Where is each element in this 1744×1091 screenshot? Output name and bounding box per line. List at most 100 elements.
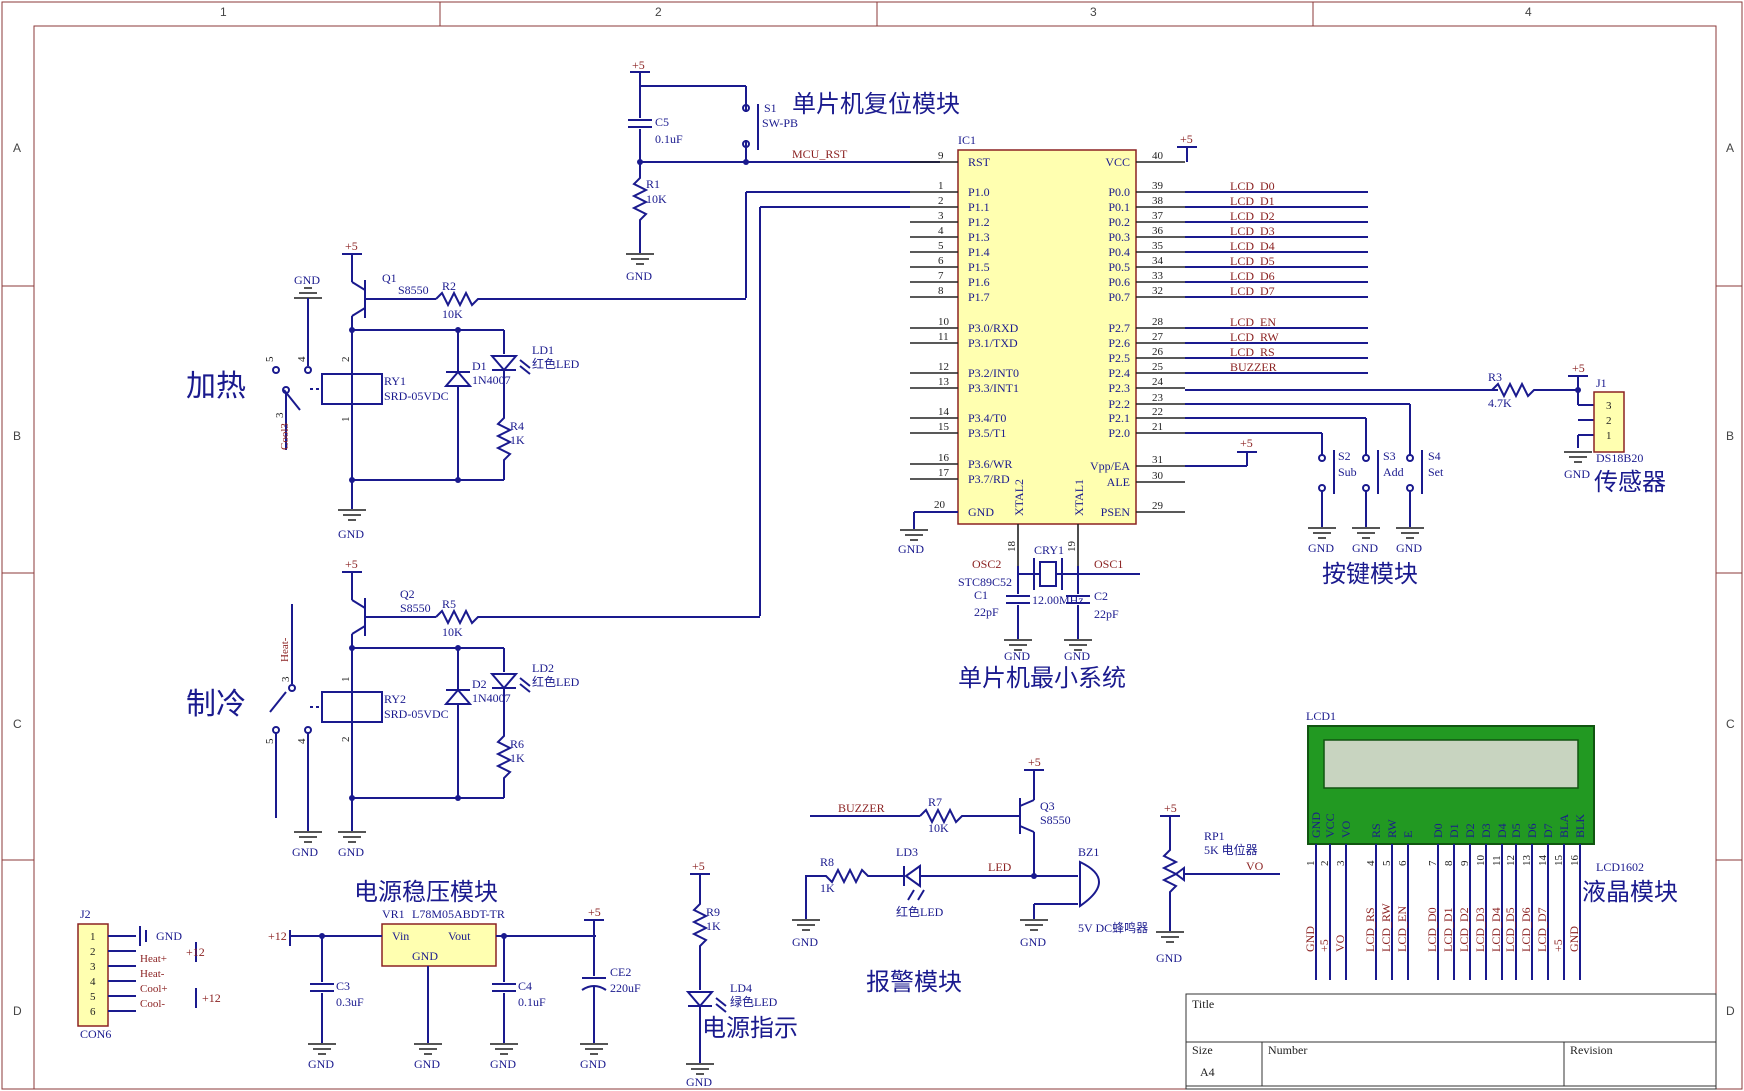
mcu-net-label: BUZZER [1230, 360, 1277, 374]
indicator-title: 电源指示 [702, 1014, 798, 1042]
mcu-left-pin-name: P1.5 [968, 260, 990, 274]
mcu-left-pin-name: P3.5/T1 [968, 426, 1006, 440]
lcd-title: 液晶模块 [1582, 878, 1678, 906]
mcu-left-pin-name: P1.6 [968, 275, 990, 289]
mcu-left-pin-no: 6 [938, 255, 944, 267]
mcu-right-pin-no: 29 [1152, 500, 1164, 512]
s3-ref: S3 [1383, 449, 1396, 463]
alarm-module: BUZZER R7 10K Q3 S8550 +5 LED LD3 红色LED … [792, 755, 1280, 996]
j1-ref: J1 [1596, 376, 1607, 390]
mcu-right-pin-no: 34 [1152, 255, 1164, 267]
s2-ref: S2 [1338, 449, 1351, 463]
heat-sw-pin-5: 5 [264, 356, 276, 362]
alarm-title: 报警模块 [866, 968, 962, 996]
mcu-right-pin-no: 24 [1152, 376, 1164, 388]
lcd-pin-name: BLA [1557, 814, 1571, 838]
bz1-ref: BZ1 [1078, 845, 1099, 859]
lcd-pin-no: 10 [1475, 855, 1487, 867]
ce2-value: 220uF [610, 981, 641, 995]
bz1-value: 5V DC蜂鸣器 [1078, 920, 1148, 935]
q3-vcc-label: +5 [1028, 755, 1041, 769]
j2-pin-no: 4 [90, 976, 96, 988]
lcd-pin-net: LCD_D6 [1519, 907, 1533, 952]
s4-gnd-label: GND [1396, 541, 1422, 555]
j2-label-cool-plus: Cool+ [140, 983, 168, 995]
vr1-ref: VR1 [382, 907, 405, 921]
r9-ref: R9 [706, 905, 720, 919]
lcd-pin-name: RS [1369, 823, 1383, 838]
lcd-pin-name: D6 [1525, 823, 1539, 838]
ld1-value: 红色LED [532, 356, 580, 371]
c3-gnd-label: GND [308, 1057, 334, 1071]
j2-pin-no: 6 [90, 1006, 96, 1018]
j2-pin-no: 1 [90, 931, 96, 943]
mcu-port-wires [745, 191, 1498, 616]
mcu-left-pin-no: 9 [938, 150, 944, 162]
lcd-pin-name: D0 [1431, 823, 1445, 838]
lcd-pin-no: 1 [1305, 861, 1317, 867]
r8-value: 1K [820, 881, 835, 895]
mcu-right-pin-no: 36 [1152, 225, 1164, 237]
lcd-screen [1323, 739, 1579, 789]
mcu-net-label: LCD_D3 [1230, 224, 1275, 238]
rp1-net-vo: VO [1246, 859, 1264, 873]
mcu-right-pin-no: 30 [1152, 470, 1164, 482]
lcd-pin-net: LCD_RS [1363, 907, 1377, 952]
q2-ref: Q2 [400, 587, 415, 601]
ld4-value: 绿色LED [730, 994, 778, 1009]
j2-model: CON6 [80, 1027, 111, 1041]
mcu-vcc-label: +5 [1180, 132, 1193, 146]
r6-ref: R6 [510, 737, 524, 751]
rp1-ref: RP1 [1204, 829, 1225, 843]
mcu-right-pin-no: 35 [1152, 240, 1164, 252]
lcd-pins: GND1GNDVCC2+5VO3VORS4LCD_RSRW5LCD_RWE6LC… [1303, 812, 1587, 980]
buzzer-symbol [1079, 860, 1100, 908]
j2-body [77, 923, 109, 1027]
mcu-left-pin-name: P1.1 [968, 200, 990, 214]
reset-module: +5 C5 0.1uF S1 SW-PB 单片机复位模块 R1 10K GND … [626, 58, 960, 283]
psu-in-label: +12 [268, 929, 287, 943]
c3-ref: C3 [336, 979, 350, 993]
r2-ref: R2 [442, 279, 456, 293]
mcu-net-label: LCD_D0 [1230, 179, 1275, 193]
lcd-pin-name: VO [1339, 820, 1353, 838]
mcu-ref: IC1 [958, 133, 976, 147]
lcd-pin-no: 16 [1569, 855, 1581, 867]
vr1-value: L78M05ABDT-TR [412, 907, 505, 921]
lcd-ref: LCD1 [1306, 709, 1336, 723]
ld1-ref: LD1 [532, 343, 554, 357]
mcu-right-pin-no: 31 [1152, 454, 1163, 466]
frame-row-b: B [13, 429, 21, 443]
mcu-right-pin-no: 22 [1152, 406, 1163, 418]
mcu-left-pin-no: 17 [938, 467, 950, 479]
j1-value: DS18B20 [1596, 451, 1643, 465]
r4-ref: R4 [510, 419, 524, 433]
j2-p12-b: +12 [202, 991, 221, 1005]
ce2-gnd-label: GND [580, 1057, 606, 1071]
ld3-ref: LD3 [896, 845, 918, 859]
c1-ref: C1 [974, 588, 988, 602]
q1-ref: Q1 [382, 271, 397, 285]
vr1-gnd: GND [412, 949, 438, 963]
c1-gnd-label: GND [1004, 649, 1030, 663]
mcu-right-pin-no: 28 [1152, 316, 1164, 328]
c1-value: 22pF [974, 605, 999, 619]
lcd-pin-net: LCD_D5 [1503, 907, 1517, 952]
j2-label-cool-minus: Cool- [140, 998, 165, 1010]
r1-ref: R1 [646, 177, 660, 191]
mcu-left-pin-no: 15 [938, 421, 950, 433]
mcu-right-pin-no: 21 [1152, 421, 1163, 433]
r2-value: 10K [442, 307, 463, 321]
mcu-left-pin-name: P3.0/RXD [968, 321, 1019, 335]
lcd-pin-net: +5 [1317, 939, 1331, 952]
mcu-right-pin-name: P2.6 [1108, 336, 1130, 350]
mcu-left-pin-no: 13 [938, 376, 950, 388]
q3-value: S8550 [1040, 813, 1071, 827]
c4-gnd-label: GND [490, 1057, 516, 1071]
lcd-pin-name: D1 [1447, 823, 1461, 838]
mcu-net-label: LCD_D7 [1230, 284, 1275, 298]
psu-module: 电源稳压模块 VR1 L78M05ABDT-TR Vin Vout GND +1… [268, 878, 641, 1071]
mcu-left-pin-no: 4 [938, 225, 944, 237]
reset-gnd-label: GND [626, 269, 652, 283]
